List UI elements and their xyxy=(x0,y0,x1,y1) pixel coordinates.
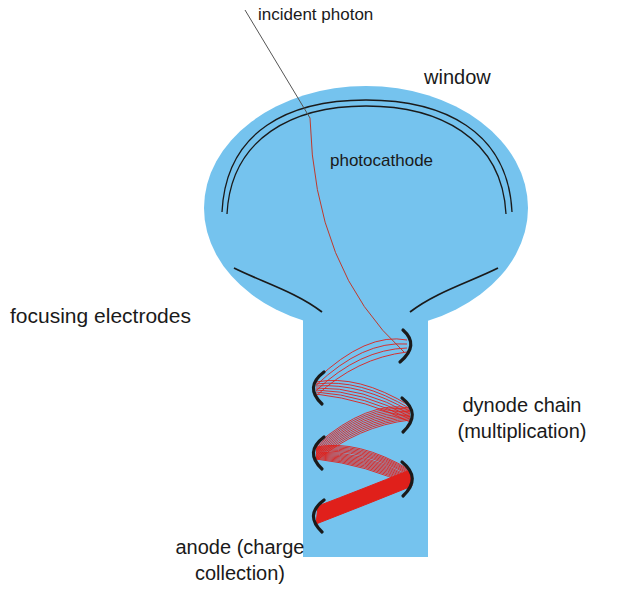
focusing-electrode xyxy=(234,268,322,312)
electron-trajectory xyxy=(316,408,410,446)
focusing-electrode xyxy=(410,268,498,312)
part-label: focusing electrodes xyxy=(10,302,285,329)
electron-trajectory xyxy=(316,386,410,412)
part-label: photocathode xyxy=(330,150,490,172)
photocathode-layer xyxy=(222,100,512,214)
photon-path xyxy=(245,10,404,352)
dynode xyxy=(313,437,324,469)
dynodes xyxy=(313,330,412,532)
focusing-electrodes xyxy=(234,268,498,312)
dynode xyxy=(400,330,411,362)
photon-ray xyxy=(245,10,310,118)
electron-cascade xyxy=(316,339,412,524)
dynode xyxy=(402,398,412,432)
photocathode-arc xyxy=(222,100,512,212)
dynode xyxy=(313,372,324,404)
electron-bundle xyxy=(316,470,412,524)
part-label: anode (charge collection) xyxy=(140,534,340,586)
part-label: window xyxy=(424,64,534,90)
neck xyxy=(303,300,428,557)
part-label: dynode chain (multiplication) xyxy=(428,392,616,444)
electron-trajectory xyxy=(316,352,407,396)
photocathode-arc xyxy=(227,106,506,214)
anode xyxy=(313,500,324,532)
dynode xyxy=(402,462,412,496)
part-label: incident photon xyxy=(258,4,458,26)
bulb xyxy=(204,86,528,330)
glass-envelope xyxy=(204,86,528,557)
electron-trajectory xyxy=(316,407,410,445)
